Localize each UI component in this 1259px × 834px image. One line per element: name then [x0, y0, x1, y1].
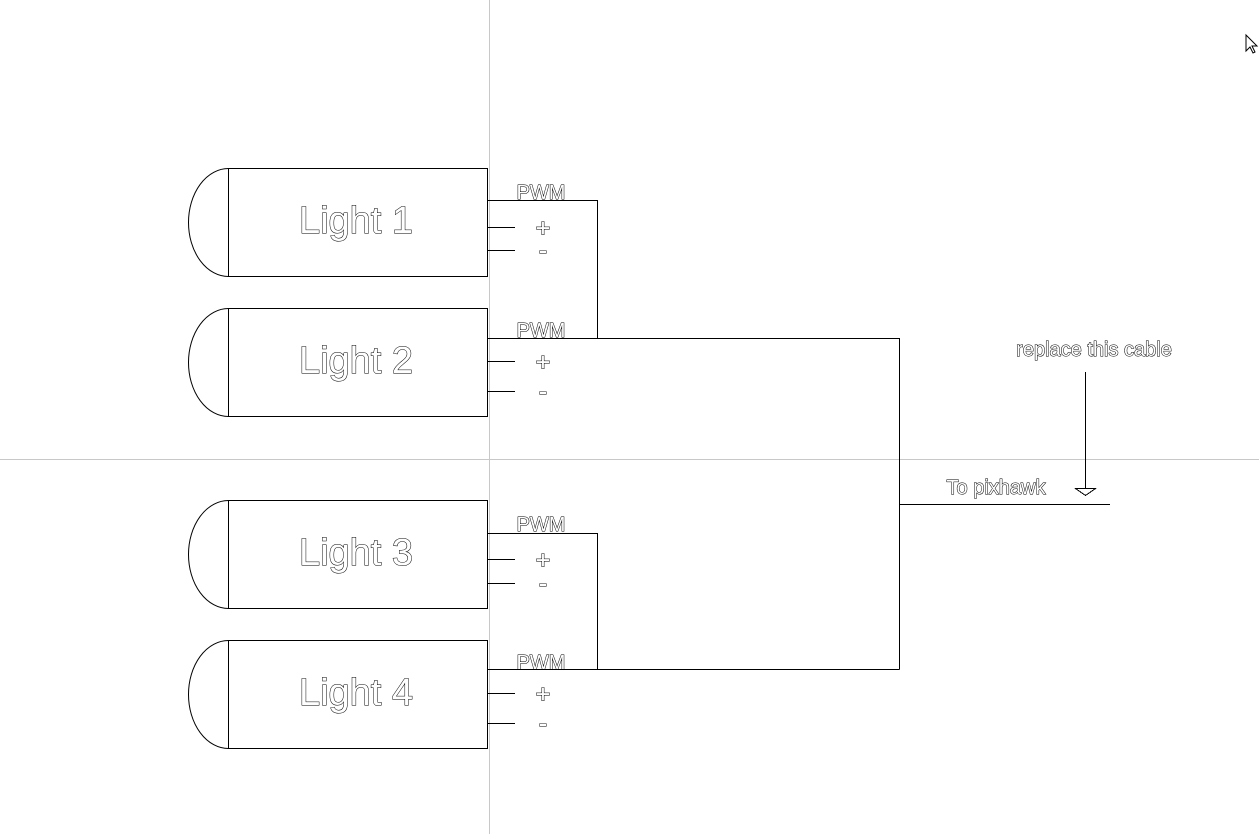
pwm-wire-light-1 — [487, 200, 598, 339]
light-2-minus-label: - — [539, 376, 548, 406]
light-4-dome — [188, 640, 229, 749]
light-4-minus-label: - — [539, 708, 548, 738]
light-2-plus-label: + — [535, 347, 550, 377]
light-4-pwm-label: PWM — [517, 652, 566, 674]
light-1-body — [228, 168, 488, 277]
light-4-plus-label: + — [535, 679, 550, 709]
light-1-dome — [188, 168, 229, 277]
pwm-wire-light-3 — [487, 533, 598, 670]
light-2-dome — [188, 308, 229, 417]
light-3-minus-label: - — [539, 568, 548, 598]
light-1[interactable]: Light 1 PWM + - — [188, 168, 566, 277]
light-1-pwm-label: PWM — [517, 182, 566, 204]
annotation-arrow-head-icon — [1073, 488, 1098, 497]
light-2-pwm-label: PWM — [517, 320, 566, 342]
pwm-wire-light-2-bus — [487, 338, 900, 670]
light-2-label: Light 2 — [299, 340, 413, 382]
light-4-body — [228, 640, 488, 749]
light-1-label: Light 1 — [299, 200, 413, 242]
light-3-plus-label: + — [535, 545, 550, 575]
to-pixhawk-label: To pixhawk — [947, 477, 1047, 499]
replace-cable-annotation: replace this cable — [1016, 339, 1172, 361]
mouse-cursor-icon — [1245, 33, 1259, 54]
light-1-minus-label: - — [539, 235, 548, 265]
light-4[interactable]: Light 4 PWM + - — [188, 640, 566, 749]
light-2[interactable]: Light 2 PWM + - — [188, 308, 566, 417]
light-3-pwm-label: PWM — [517, 514, 566, 536]
light-3[interactable]: Light 3 PWM + - — [188, 500, 566, 609]
light-3-label: Light 3 — [299, 532, 413, 574]
light-3-dome — [188, 500, 229, 609]
light-3-body — [228, 500, 488, 609]
light-2-body — [228, 308, 488, 417]
light-4-label: Light 4 — [299, 672, 413, 714]
light-1-plus-label: + — [535, 213, 550, 243]
